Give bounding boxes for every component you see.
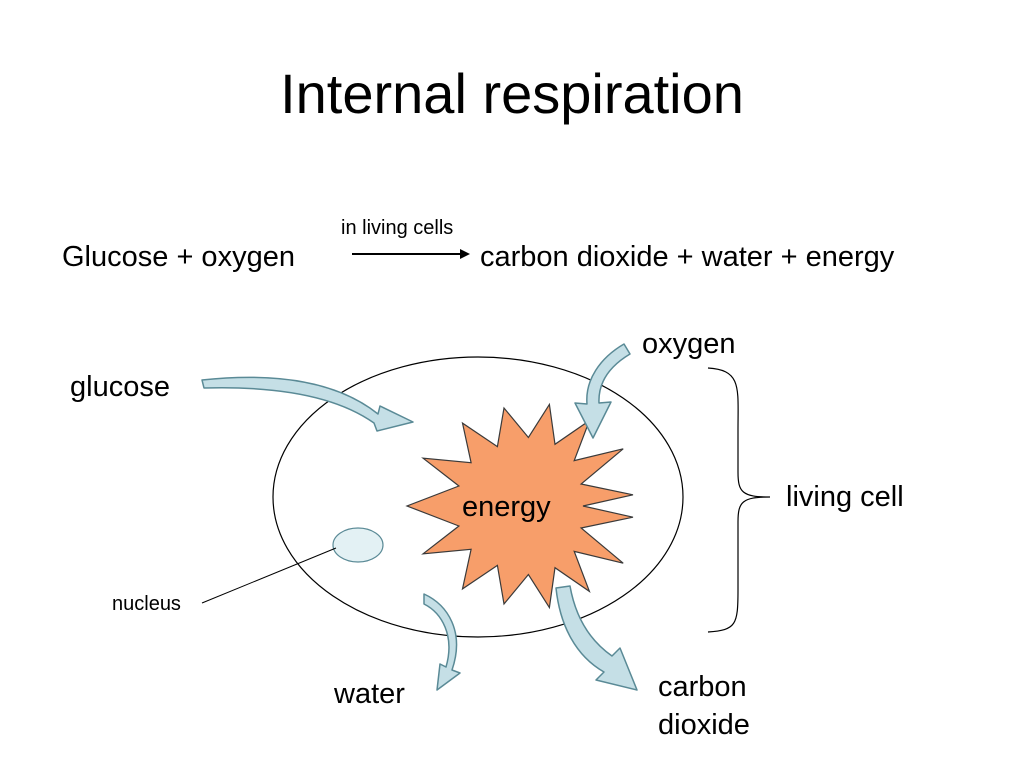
nucleus-shape xyxy=(332,527,384,563)
nucleus-label: nucleus xyxy=(112,593,181,615)
cell-membrane xyxy=(272,356,684,638)
water-label: water xyxy=(334,678,405,710)
carbon-dioxide-label-line2: dioxide xyxy=(658,709,750,741)
living-cell-label: living cell xyxy=(786,481,904,513)
reaction-arrow-head xyxy=(460,249,470,259)
water-arrow xyxy=(423,593,461,691)
glucose-label: glucose xyxy=(70,371,170,403)
carbon-dioxide-arrow xyxy=(555,585,638,691)
equation-condition: in living cells xyxy=(341,217,454,239)
oxygen-arrow xyxy=(574,343,631,439)
carbon-dioxide-label: carbon dioxide xyxy=(658,670,750,742)
oxygen-label: oxygen xyxy=(642,328,736,360)
equation-products: carbon dioxide + water + energy xyxy=(480,241,895,273)
energy-label: energy xyxy=(462,491,551,523)
carbon-dioxide-label-line1: carbon xyxy=(658,671,747,703)
equation-reactants: Glucose + oxygen xyxy=(62,241,295,273)
nucleus-pointer-line xyxy=(201,547,337,604)
page-title: Internal respiration xyxy=(280,62,744,125)
glucose-arrow xyxy=(201,376,414,432)
living-cell-brace xyxy=(707,367,771,633)
